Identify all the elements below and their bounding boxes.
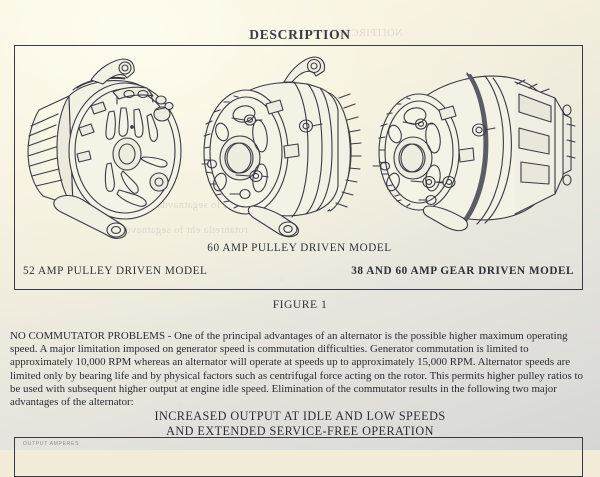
output-amperes-axis-label: OUTPUT AMPERES	[23, 441, 80, 447]
page-title: DESCRIPTION	[249, 27, 351, 43]
alternator-60-amp-pulley-driven-illustration	[198, 54, 380, 240]
emphasis-block: INCREASED OUTPUT AT IDLE AND LOW SPEEDS …	[0, 409, 600, 439]
emphasis-line-2: AND EXTENDED SERVICE-FREE OPERATION	[166, 424, 434, 438]
emphasis-line-1: INCREASED OUTPUT AT IDLE AND LOW SPEEDS	[154, 409, 446, 423]
alternator-38-and-60-amp-gear-driven-illustration	[367, 54, 579, 240]
alternator-52-amp-pulley-driven-illustration	[17, 54, 209, 240]
figure-number: FIGURE 1	[272, 298, 328, 311]
body-paragraph: NO COMMUTATOR PROBLEMS - One of the prin…	[10, 329, 583, 408]
figure-caption-center: 60 AMP PULLEY DRIVEN MODEL	[207, 242, 392, 254]
figure-caption-left: 52 AMP PULLEY DRIVEN MODEL	[23, 265, 208, 277]
figure-frame: 60 AMP PULLEY DRIVEN MODEL 52 AMP PULLEY…	[14, 45, 583, 290]
figure-caption-right: 38 AND 60 AMP GEAR DRIVEN MODEL	[351, 265, 574, 277]
lower-figure-frame: OUTPUT AMPERES	[14, 437, 583, 477]
